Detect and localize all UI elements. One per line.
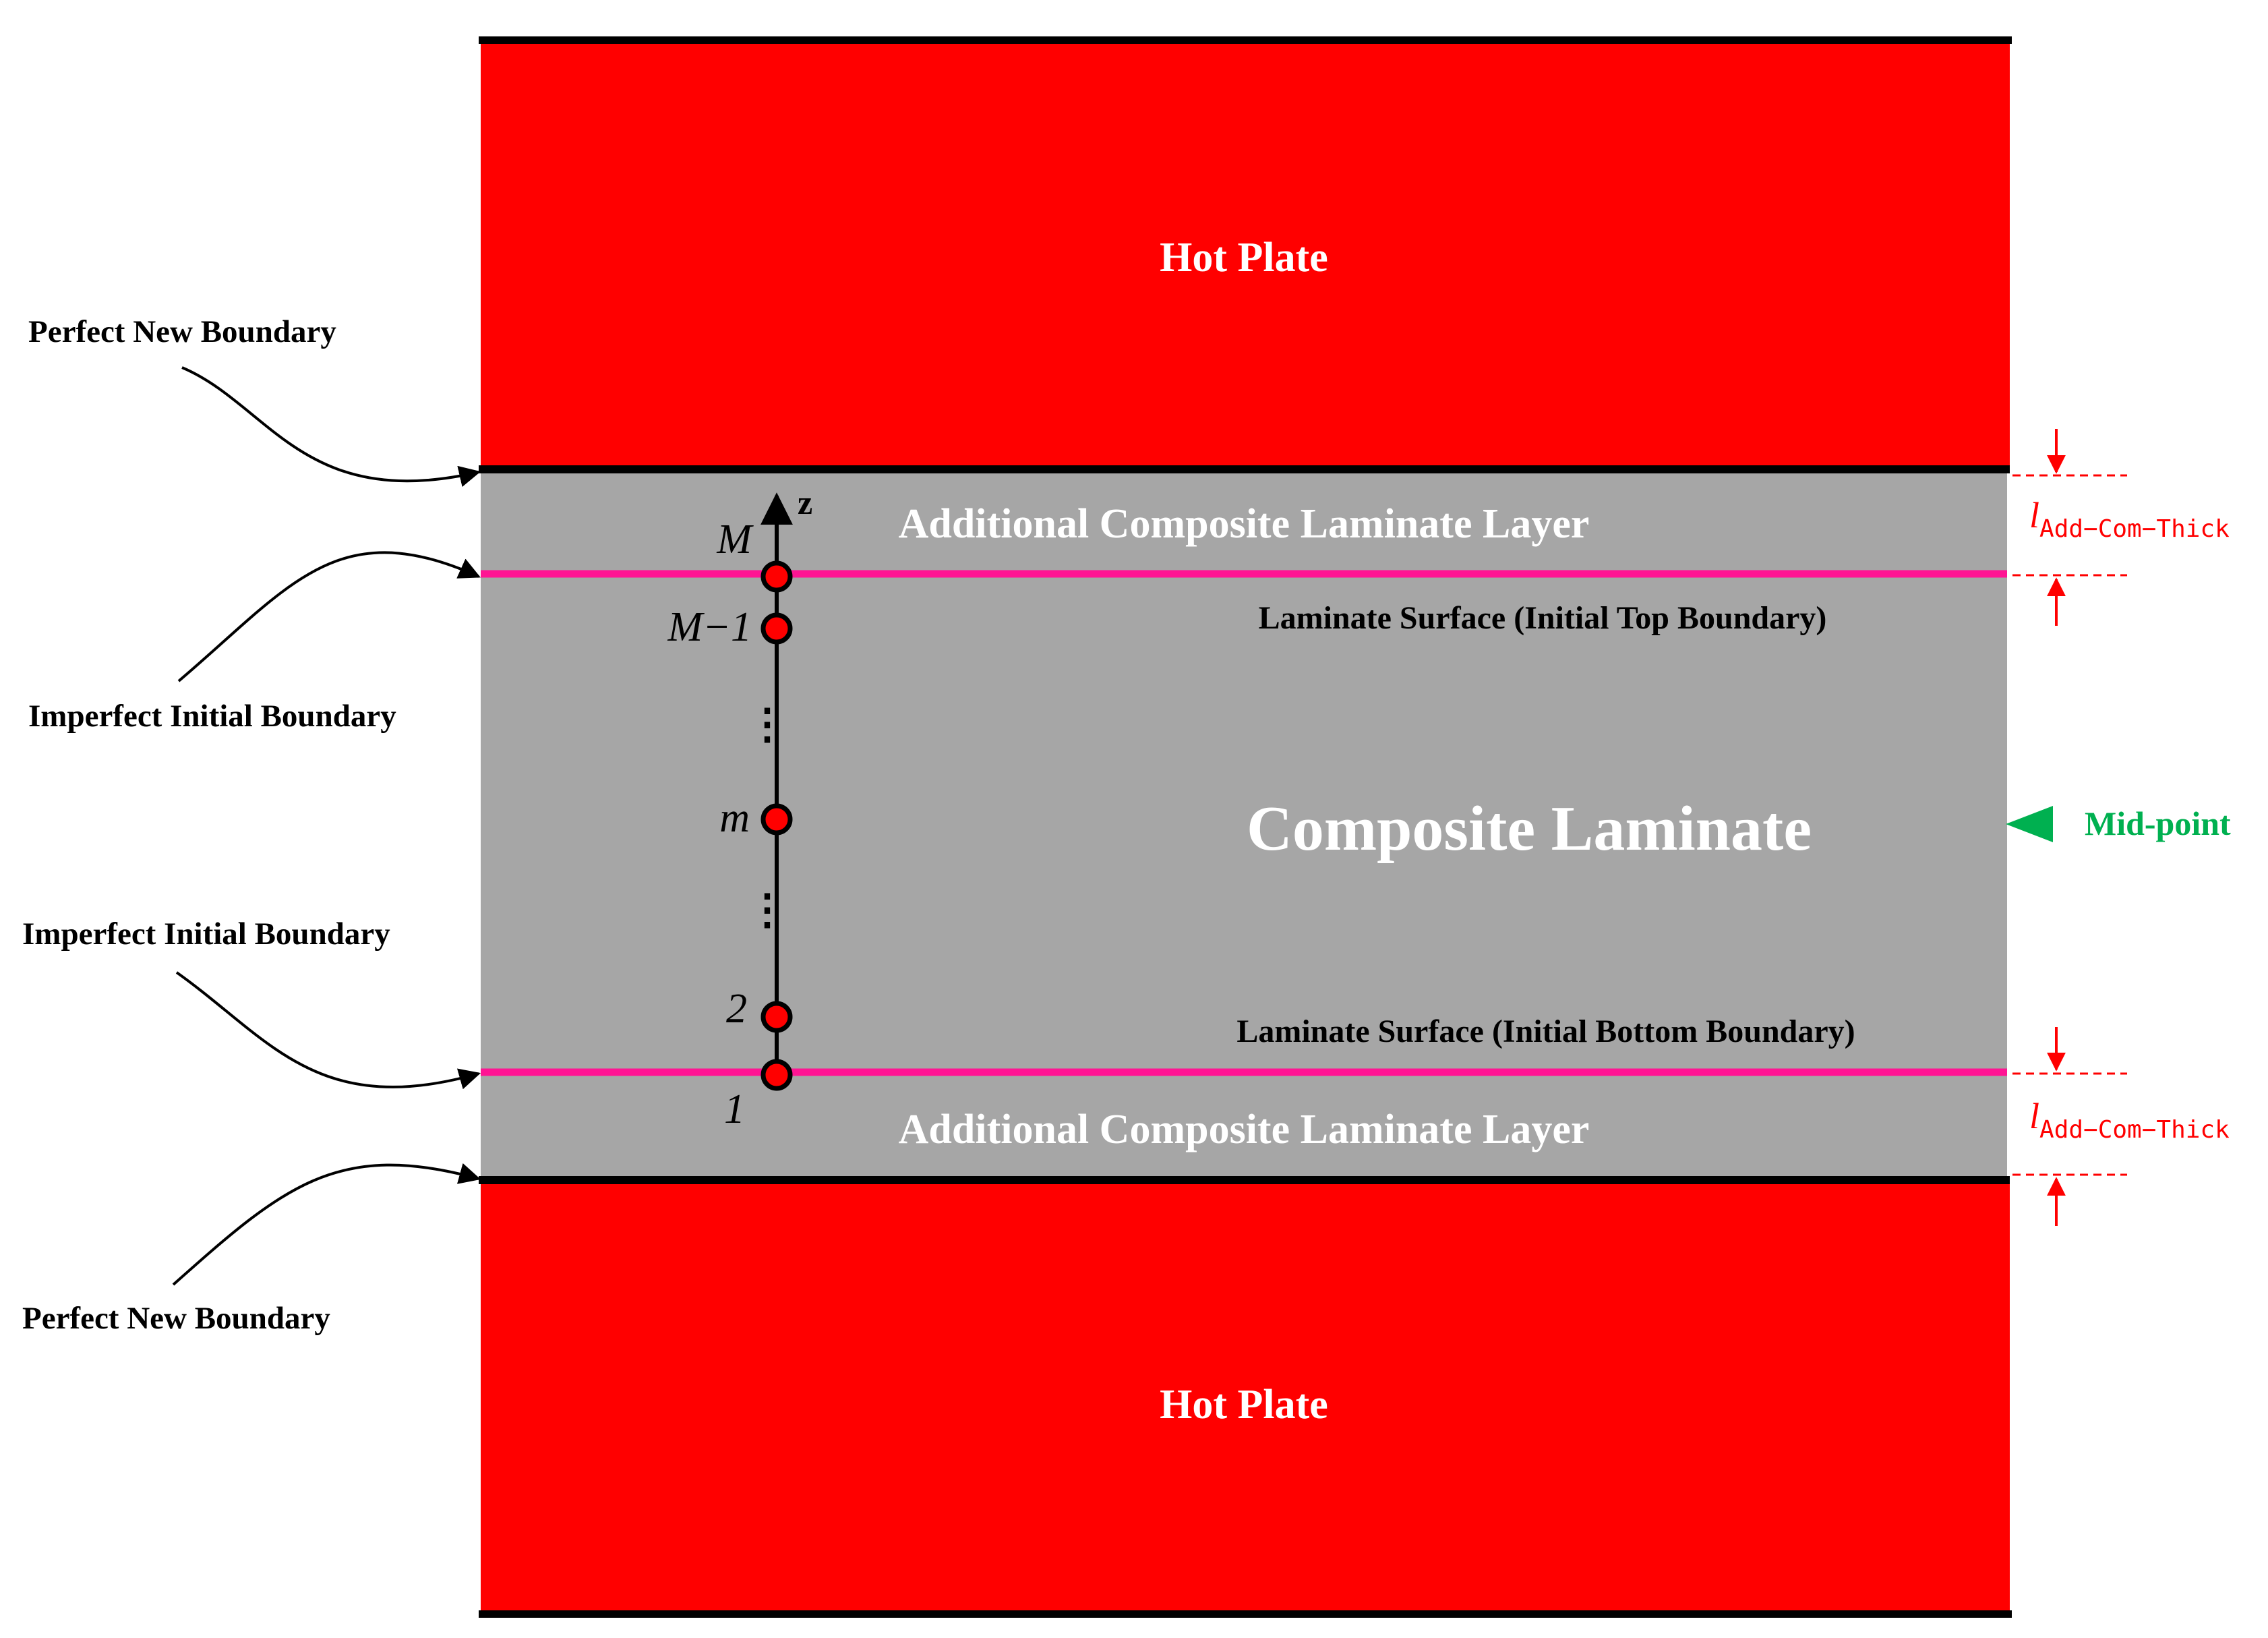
bottom-surface-label: Laminate Surface (Initial Bottom Boundar… bbox=[1236, 1014, 1855, 1049]
z-axis-label: z bbox=[798, 484, 812, 521]
top-plate-edge bbox=[479, 36, 2012, 44]
bottom-imperfect-boundary-arrow bbox=[175, 971, 481, 1090]
node-1 bbox=[760, 1059, 793, 1091]
bottom-thickness-base: l bbox=[2029, 1096, 2039, 1136]
node-label-1: 1 bbox=[724, 1086, 745, 1132]
bottom-additional-layer-label: Additional Composite Laminate Layer bbox=[899, 1107, 1590, 1152]
bottom-imperfect-boundary-label: Imperfect Initial Boundary bbox=[22, 916, 390, 952]
bottom-perfect-boundary-label: Perfect New Boundary bbox=[22, 1301, 330, 1336]
node-2 bbox=[760, 1001, 793, 1033]
node-m bbox=[760, 803, 793, 836]
bottom-thickness-label: lAdd−Com−Thick bbox=[2029, 1096, 2230, 1144]
top-perfect-boundary-arrow bbox=[181, 366, 481, 488]
bottom-thickness-subscript: Add−Com−Thick bbox=[2039, 1116, 2230, 1144]
top-perfect-boundary-label: Perfect New Boundary bbox=[28, 314, 336, 349]
midpoint-label: Mid-point bbox=[2085, 805, 2231, 842]
midpoint-triangle-icon bbox=[2006, 806, 2053, 842]
node-M bbox=[760, 560, 793, 593]
top-thickness-base: l bbox=[2029, 495, 2039, 535]
top-imperfect-boundary-label: Imperfect Initial Boundary bbox=[28, 699, 396, 734]
top-thickness-label: lAdd−Com−Thick bbox=[2029, 495, 2230, 543]
node-M-minus-1 bbox=[760, 612, 793, 645]
bottom-perfect-boundary-arrow bbox=[172, 1163, 481, 1286]
top-hot-plate bbox=[481, 42, 2010, 469]
bottom-hot-plate bbox=[481, 1179, 2010, 1612]
top-thickness-subscript: Add−Com−Thick bbox=[2039, 515, 2230, 543]
node-label-M-minus-1: M−1 bbox=[667, 604, 752, 650]
node-label-2: 2 bbox=[726, 986, 747, 1032]
composite-laminate-label: Composite Laminate bbox=[1247, 794, 1812, 864]
top-hot-plate-label: Hot Plate bbox=[1160, 235, 1328, 281]
top-additional-layer-label: Additional Composite Laminate Layer bbox=[899, 501, 1590, 547]
node-label-M: M bbox=[716, 517, 754, 562]
upper-ellipsis: ⋮ bbox=[746, 702, 788, 748]
top-imperfect-boundary-arrow bbox=[177, 551, 481, 682]
lower-ellipsis: ⋮ bbox=[746, 887, 788, 933]
bottom-plate-edge bbox=[479, 1610, 2012, 1618]
top-surface-label: Laminate Surface (Initial Top Boundary) bbox=[1259, 600, 1827, 636]
node-label-m: m bbox=[719, 795, 750, 841]
composite-laminate-body bbox=[481, 469, 2007, 1179]
bottom-hot-plate-label: Hot Plate bbox=[1160, 1382, 1328, 1428]
